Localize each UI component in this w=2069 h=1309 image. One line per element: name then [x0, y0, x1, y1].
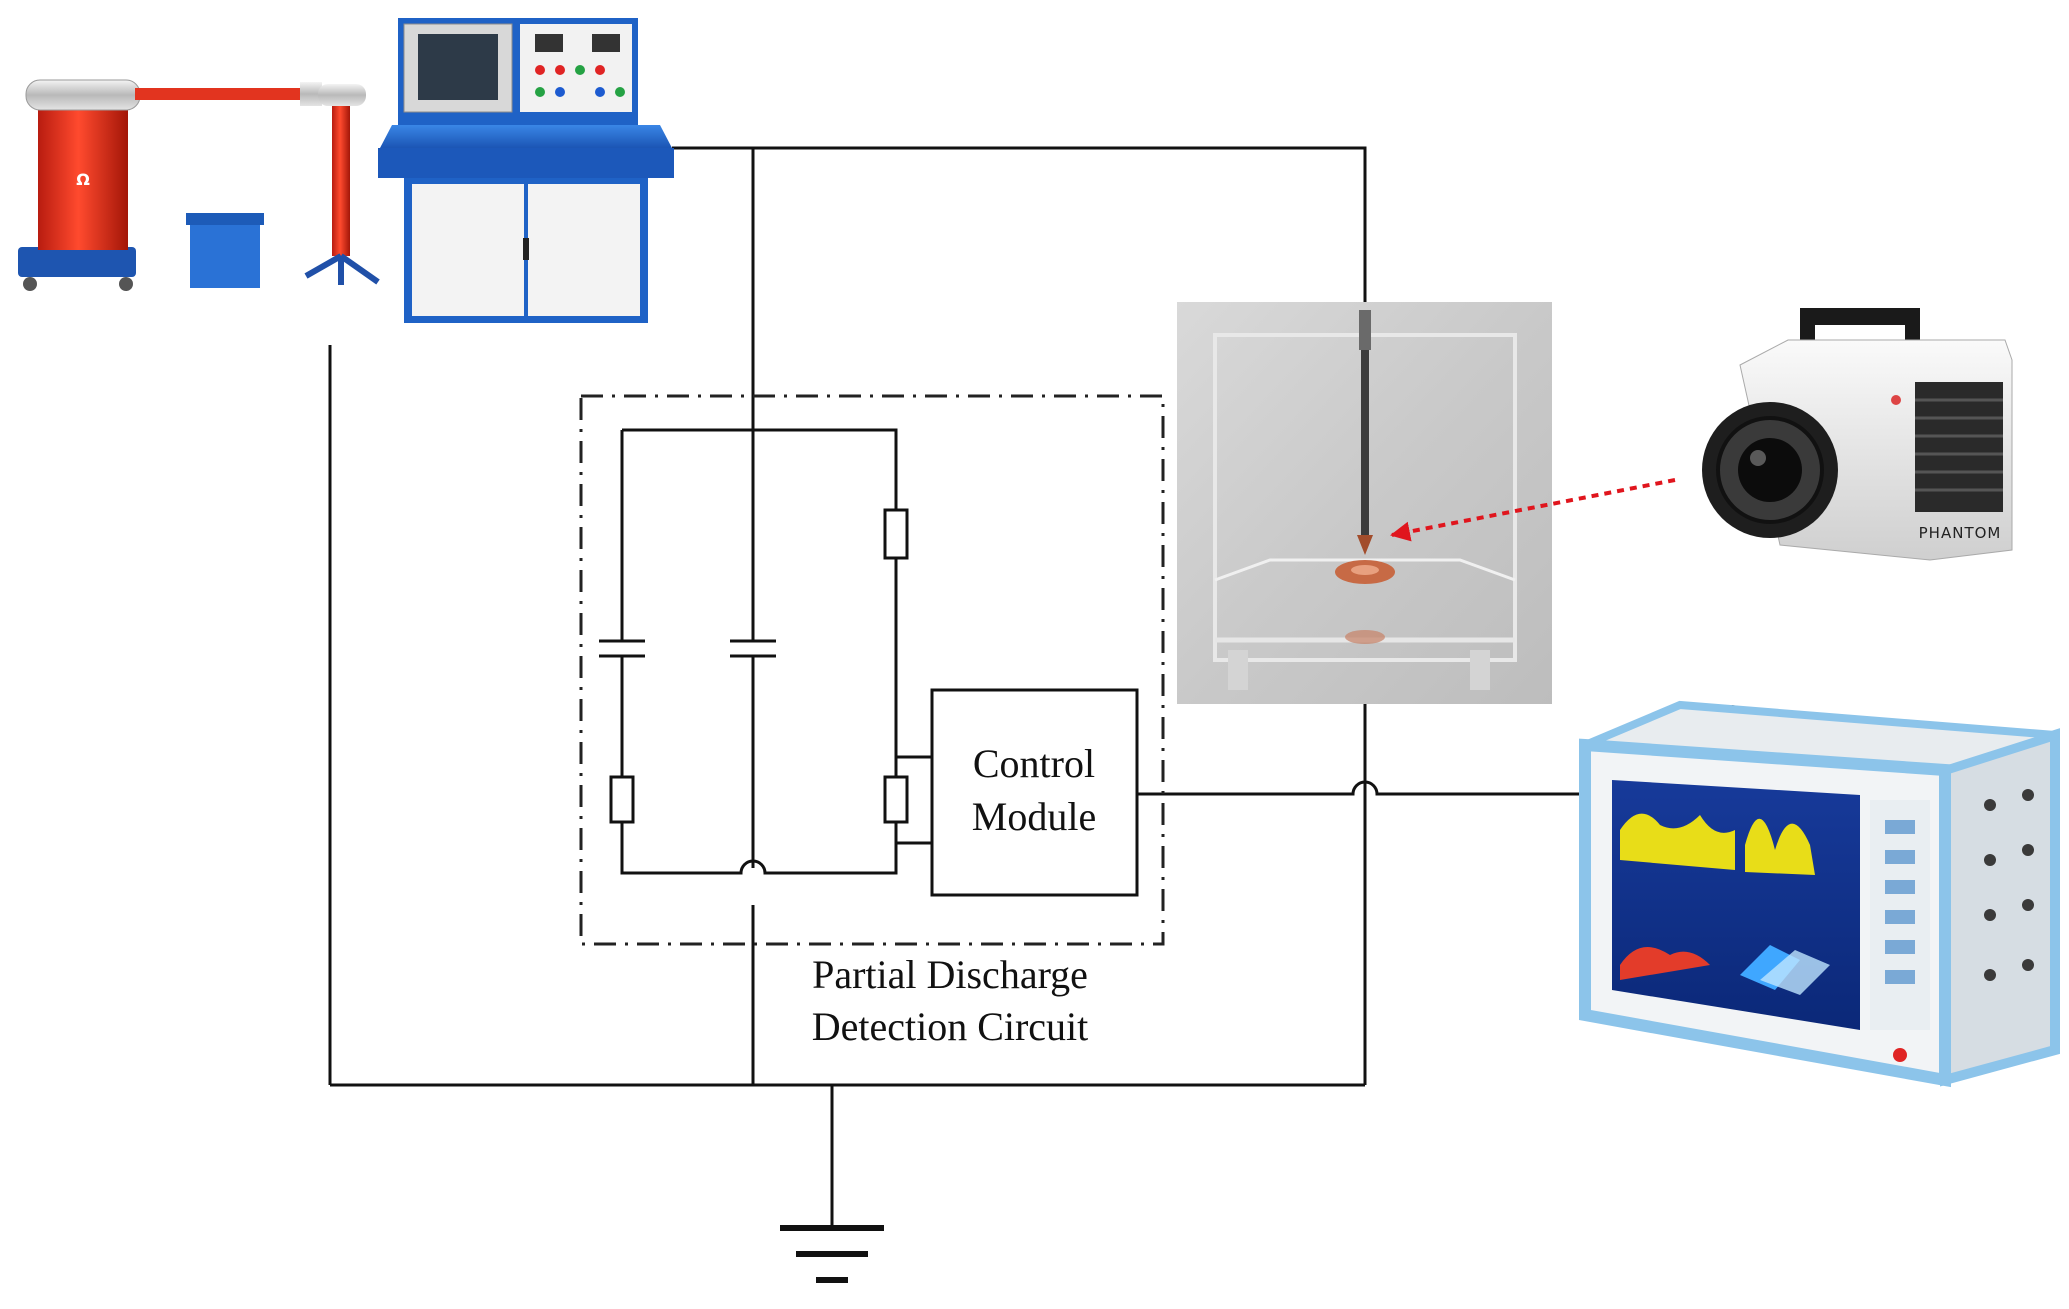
electrode-test-cell-icon [1177, 302, 1552, 704]
camera-view-arrow [1390, 478, 1676, 542]
resistor-bottom-right [883, 775, 909, 824]
svg-text:Ω: Ω [76, 170, 90, 189]
control-module-label-line2: Module [972, 794, 1096, 839]
control-module-box: Control Module [930, 688, 1139, 897]
pd-circuit-label-line2: Detection Circuit [812, 1004, 1089, 1049]
resistor-top-right [883, 508, 909, 560]
hv-transformer-icon: Ω [18, 79, 380, 291]
high-speed-camera-icon: PHANTOM [1702, 308, 2013, 561]
pd-analyzer-icon [1579, 700, 2060, 1088]
pd-circuit-label-line1: Partial Discharge [812, 952, 1088, 997]
control-console-icon [378, 18, 674, 323]
pd-circuit-boundary [579, 394, 1165, 946]
ground-symbol-icon [780, 1225, 884, 1283]
control-module-label-line1: Control [973, 741, 1095, 786]
circuit-wiring [328, 146, 1580, 1228]
resistor-bottom-left [609, 775, 635, 824]
camera-brand-label: PHANTOM [1919, 524, 2002, 542]
